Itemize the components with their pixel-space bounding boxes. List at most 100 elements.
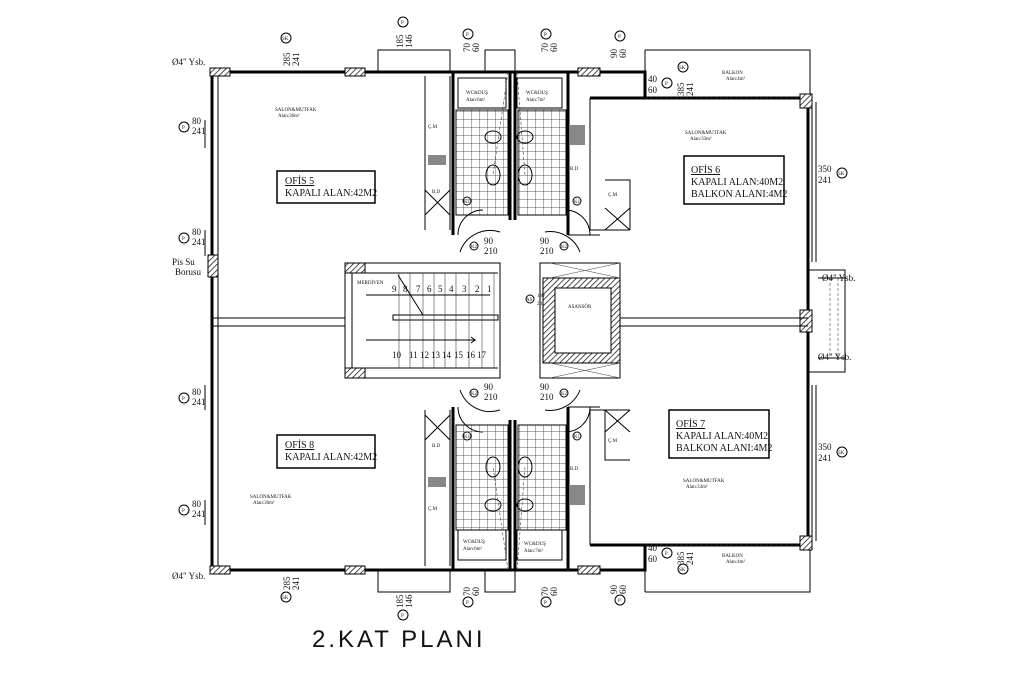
- plan-label: 80: [192, 227, 202, 237]
- plan-label: 90: [540, 382, 550, 392]
- plan-label: SALON&MUTFAK: [250, 495, 292, 500]
- plan-label: 285: [282, 52, 292, 66]
- bd-label-2: B.D: [432, 444, 441, 449]
- office-balcony-area: BALKON ALANI:4M2: [676, 443, 772, 454]
- plan-label: 241: [192, 397, 206, 407]
- wc-area-2: Alan:7m²: [526, 97, 545, 103]
- office-6-box: OFİS 6 KAPALI ALAN:40M2 BALKON ALANI:4M2: [683, 155, 787, 205]
- plan-label: 40: [648, 74, 658, 84]
- plan-label: 241: [192, 126, 206, 136]
- stair-step-number: 3: [462, 284, 467, 294]
- plan-label: SK: [679, 568, 686, 573]
- plan-label: 241: [818, 175, 832, 185]
- stair-step-number: 6: [427, 284, 432, 294]
- plan-label: P: [618, 599, 621, 604]
- wc-label-2: WC&DUŞ: [526, 91, 548, 96]
- plan-label: 60: [648, 554, 658, 564]
- stair-step-number: 2: [475, 284, 480, 294]
- plan-label: P: [618, 35, 621, 40]
- plan-label: K2: [561, 245, 568, 250]
- tag-as: AS: [526, 298, 533, 303]
- plan-label: SALON&MUTFAK: [685, 131, 727, 136]
- plan-label: 350: [818, 164, 832, 174]
- dimension-tags: Ø4" Ysb. Ø4" Ysb. Ø4" Ysb. Ø4" Ysb. Pis …: [172, 16, 855, 621]
- plan-label: 146: [404, 34, 414, 48]
- office-closed-area: KAPALI ALAN:42M2: [285, 452, 377, 463]
- stair-step-number: 15: [454, 350, 464, 360]
- plan-title: 2.KAT PLANI: [312, 626, 486, 653]
- office-closed-area: KAPALI ALAN:40M2: [676, 431, 768, 442]
- stair-step-number: 9: [392, 284, 397, 294]
- office-name: OFİS 8: [285, 439, 314, 451]
- plan-label: Alan:36m²: [278, 113, 300, 119]
- plan-label: Alan:36m²: [253, 500, 275, 506]
- plan-label: 40: [648, 543, 658, 553]
- plan-label: 241: [192, 509, 206, 519]
- plan-label: BALKON: [722, 71, 743, 76]
- office-closed-area: KAPALI ALAN:40M2: [691, 177, 783, 188]
- plan-label: 70: [462, 43, 472, 53]
- ysb-label: Ø4" Ysb.: [172, 571, 205, 581]
- stair-step-number: 4: [449, 284, 454, 294]
- plan-label: 60: [471, 43, 481, 53]
- plan-label: K2: [561, 392, 568, 397]
- plan-label: 70: [540, 43, 550, 53]
- plan-label: P: [466, 601, 469, 606]
- cm-label-3: Ç.M: [608, 193, 618, 198]
- office-5-box: OFİS 5 KAPALI ALAN:42M2: [276, 170, 377, 204]
- stair-step-number: 16: [466, 350, 476, 360]
- plan-label: 60: [648, 85, 658, 95]
- plan-label: SK: [838, 172, 845, 177]
- wc-area-3: Alan:6m²: [463, 546, 482, 552]
- plan-label: K1: [574, 200, 581, 205]
- plan-label: SALON&MUTFAK: [275, 108, 317, 113]
- plan-label: P: [182, 237, 185, 242]
- ysb-label: Ø4" Ysb.: [172, 57, 205, 67]
- plan-label: SALON&MUTFAK: [683, 479, 725, 484]
- office-name: OFİS 6: [691, 164, 720, 176]
- room-labels: SALON&MUTFAK Alan:36m² SALON&MUTFAK Alan…: [250, 71, 745, 565]
- stair-step-number: 1: [487, 284, 492, 294]
- plan-label: P: [466, 33, 469, 38]
- ysb-label: Ø4" Ysb.: [818, 352, 851, 362]
- plan-label: 241: [192, 237, 206, 247]
- plan-label: K2: [471, 392, 478, 397]
- wc-area-4: Alan:7m²: [524, 548, 543, 554]
- cm-label-1: Ç.M: [428, 125, 438, 130]
- stair-step-number: 13: [431, 350, 441, 360]
- elevator: ASANSÖR AS 130 241: [525, 262, 621, 379]
- elevator-label: ASANSÖR: [568, 304, 592, 310]
- plan-label: SK: [282, 37, 289, 42]
- plan-label: 210: [540, 392, 554, 402]
- plan-label: K1: [464, 200, 471, 205]
- door-tags: K1 K1 K1 K1 K2 K2 K2 K2 90 210 90 210 90…: [462, 196, 582, 441]
- wc-label-1: WC&DUŞ: [466, 91, 488, 96]
- wet-core: B.D B.D B.D B.D Ç.M Ç.M Ç.M Ç.M WC&DUŞ A…: [424, 71, 631, 571]
- dim-130: 130: [537, 294, 545, 299]
- plan-label: SK: [282, 596, 289, 601]
- plan-label: SK: [838, 451, 845, 456]
- bd-label-1: B.D: [432, 190, 441, 195]
- plan-label: 210: [540, 246, 554, 256]
- plan-label: 385: [676, 551, 686, 565]
- plan-label: 385: [676, 82, 686, 96]
- office-balcony-area: BALKON ALANI:4M2: [691, 189, 787, 200]
- wc-label-4: WC&DUŞ: [524, 542, 546, 547]
- stair-step-number: 11: [409, 350, 418, 360]
- plan-label: Alan:33m²: [686, 484, 708, 490]
- pis-su-label: Pis Su: [172, 257, 195, 267]
- plan-label: 90: [540, 236, 550, 246]
- plan-label: 60: [618, 585, 628, 595]
- plan-label: Alan:4m²: [726, 559, 745, 565]
- plan-label: P: [182, 397, 185, 402]
- plan-label: K2: [471, 245, 478, 250]
- plan-label: Alan:4m²: [726, 76, 745, 82]
- bd-label-4: B.D: [570, 467, 579, 472]
- plan-label: 90: [484, 382, 494, 392]
- plan-label: BALKON: [722, 554, 743, 559]
- plan-label: 90: [609, 585, 619, 595]
- office-name: OFİS 5: [285, 175, 314, 187]
- plan-label: P: [182, 126, 185, 131]
